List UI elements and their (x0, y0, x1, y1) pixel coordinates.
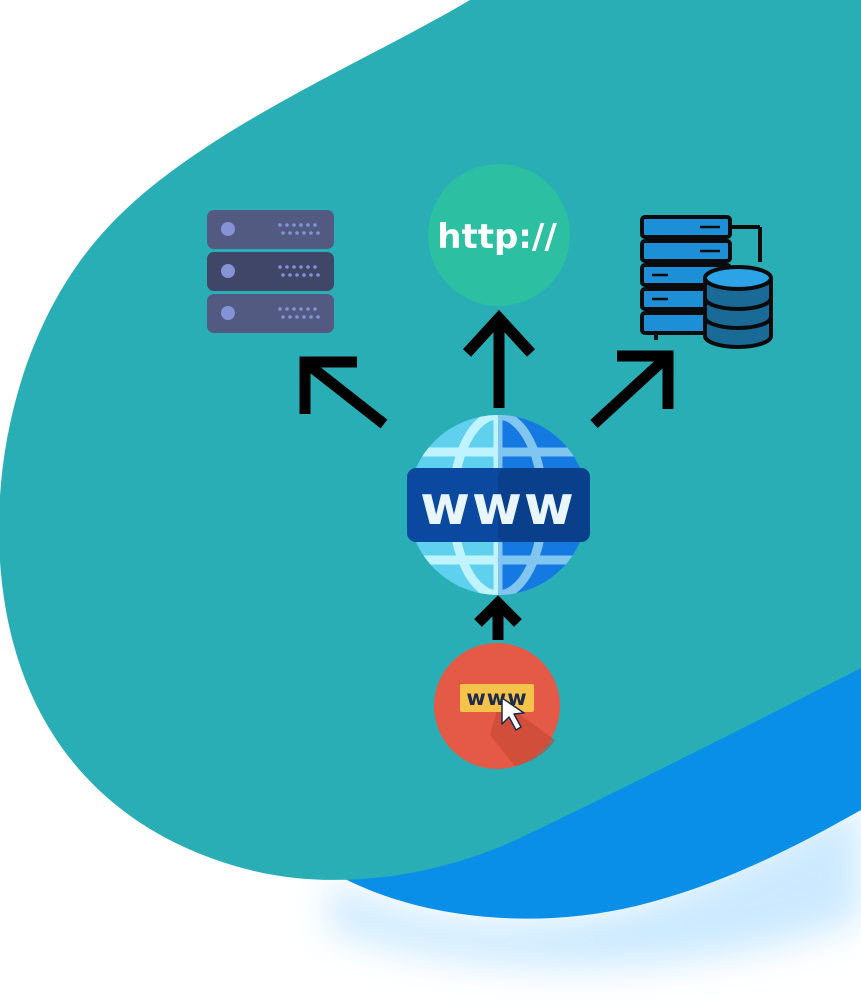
www-globe-label: www (420, 474, 576, 537)
arrow-to-globe-icon (474, 595, 522, 640)
browser-url-icon: www (434, 643, 560, 769)
http-label: http:// (437, 217, 557, 257)
arrow-to-http-icon (462, 309, 536, 408)
www-url-label: www (466, 686, 527, 710)
arrow-to-database-icon (590, 350, 674, 429)
arrow-to-server-icon (299, 356, 388, 429)
database-server-icon (640, 215, 773, 349)
blue-blob-glow (330, 800, 861, 968)
http-protocol-icon: http:// (428, 164, 570, 306)
server-rack-icon (207, 210, 334, 333)
arrows (299, 309, 674, 640)
cursor-icon (501, 697, 525, 731)
